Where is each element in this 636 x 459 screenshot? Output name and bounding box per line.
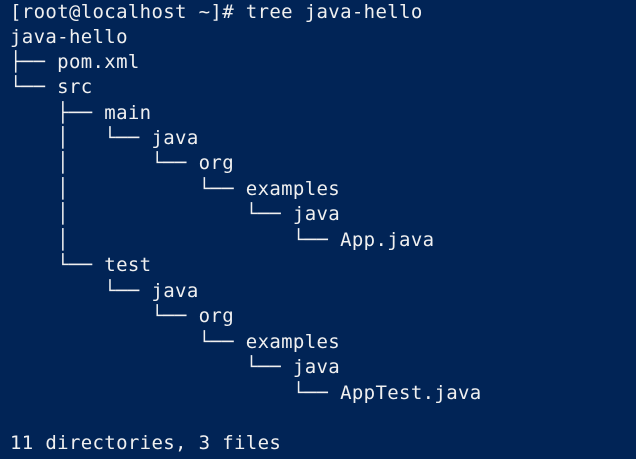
tree-root: java-hello xyxy=(10,26,128,48)
tree-line: └── examples xyxy=(10,331,341,353)
tree-line: ├── pom.xml xyxy=(10,51,140,73)
tree-line: │ └── App.java xyxy=(10,229,435,251)
prompt-command-line: [root@localhost ~]# tree java-hello xyxy=(10,1,423,23)
tree-line: │ └── java xyxy=(10,203,341,225)
tree-line: └── org xyxy=(10,305,234,327)
tree-line: └── AppTest.java xyxy=(10,382,482,404)
summary-line: 11 directories, 3 files xyxy=(10,432,282,454)
tree-line: │ └── examples xyxy=(10,178,341,200)
tree-line: └── src xyxy=(10,76,93,98)
tree-line: └── test xyxy=(10,254,152,276)
tree-line: └── java xyxy=(10,356,341,378)
tree-line: │ └── java xyxy=(10,127,199,149)
tree-line: │ └── org xyxy=(10,152,234,174)
tree-line: └── java xyxy=(10,280,199,302)
tree-line: ├── main xyxy=(10,102,152,124)
